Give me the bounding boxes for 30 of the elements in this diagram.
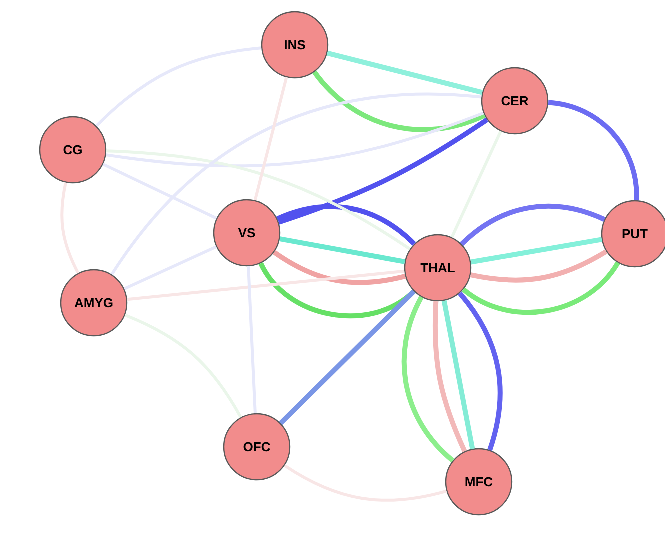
connection-line (273, 250, 406, 286)
connection-line (470, 237, 602, 265)
connection-line (460, 204, 606, 246)
connection-line (284, 464, 448, 502)
connection-line (280, 236, 406, 264)
connection-line (258, 262, 416, 318)
connection-line (102, 163, 218, 220)
connection-line (96, 46, 262, 128)
connection-line (254, 77, 288, 201)
connection-line (124, 314, 242, 418)
connection-line (127, 270, 405, 302)
connection-line (60, 182, 80, 274)
connection-line (548, 100, 640, 200)
connection-line (402, 296, 455, 463)
connection-line (278, 118, 489, 225)
connection-line (124, 246, 218, 290)
connection-line (247, 266, 257, 414)
connection-line (106, 150, 411, 250)
connection-line (110, 92, 482, 276)
connection-line (450, 130, 502, 238)
connection-line (458, 292, 503, 451)
connection-line (312, 70, 486, 132)
connection-line (432, 301, 468, 453)
connection-line (442, 300, 476, 450)
connection-line (462, 262, 620, 315)
connection-line (470, 250, 608, 283)
connection-line (106, 112, 484, 168)
connection-line (326, 50, 484, 96)
connection-line (279, 290, 416, 426)
connection-line (276, 204, 416, 246)
